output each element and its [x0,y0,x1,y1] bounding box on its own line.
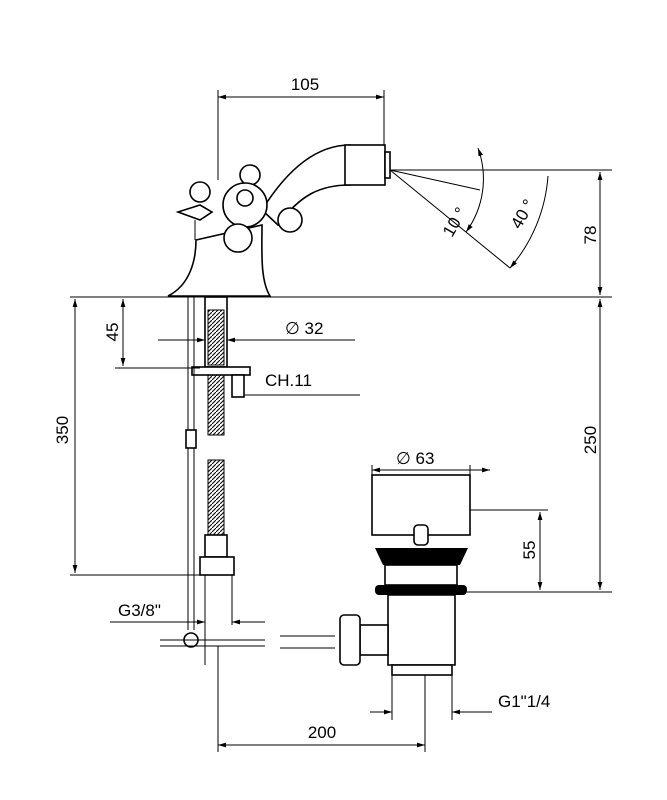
dim-78: 78 [581,226,600,245]
shank-assembly [160,296,335,665]
dim-g1-1-4: G1"1/4 [498,692,550,711]
pop-up-drain [339,474,471,676]
dim-diameter-32: ∅ 32 [285,319,323,338]
faucet-body [167,144,391,297]
dim-105: 105 [291,75,319,94]
dim-55: 55 [520,541,539,560]
dim-350: 350 [53,416,72,444]
dim-250: 250 [581,426,600,454]
angle-10: 10 ° [439,204,471,240]
dim-200: 200 [308,723,336,742]
dim-diameter-63: ∅ 63 [396,449,434,468]
dim-ch11: CH.11 [265,371,312,390]
angle-40: 40 ° [507,196,539,232]
dim-g38: G3/8" [118,601,161,620]
dim-45: 45 [103,323,122,342]
